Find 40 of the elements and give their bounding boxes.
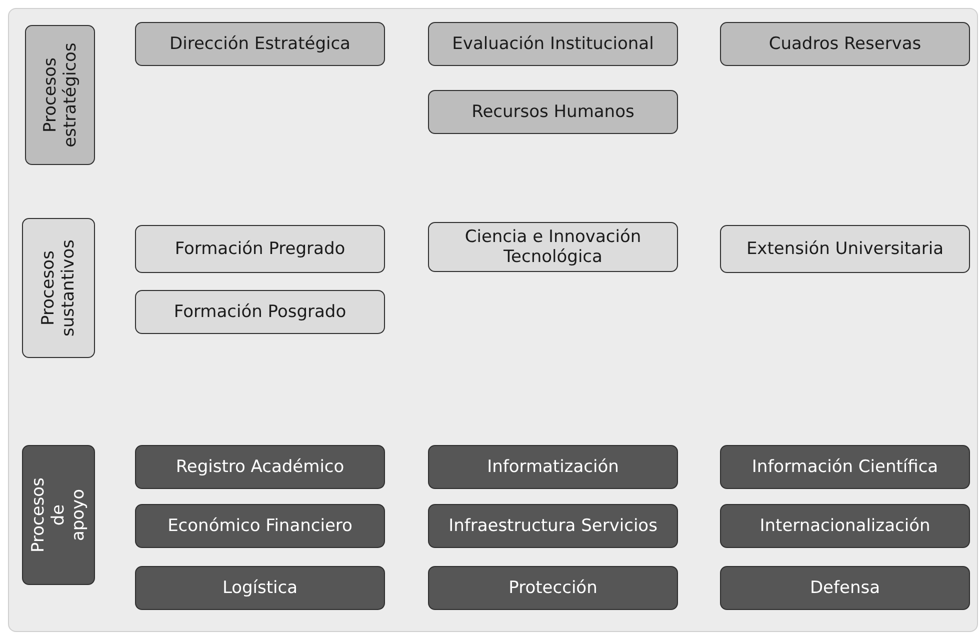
process-box: [720, 225, 970, 273]
process-label: Infraestructura Servicios: [448, 516, 658, 536]
process-box: [428, 445, 678, 489]
process-box: [135, 22, 385, 66]
process-box: [428, 90, 678, 134]
process-label: Defensa: [810, 578, 880, 598]
process-label: Recursos Humanos: [472, 102, 634, 122]
process-box: [428, 504, 678, 548]
category-label: Procesos sustantivos: [38, 239, 78, 337]
process-label: Dirección Estratégica: [170, 34, 350, 54]
process-label: Registro Académico: [176, 457, 344, 477]
process-box: [135, 504, 385, 548]
category-label: Procesos de apoyo: [28, 478, 88, 552]
process-label: Información Científica: [752, 457, 938, 477]
process-label: Internacionalización: [760, 516, 930, 536]
category-label: Procesos estratégicos: [40, 42, 80, 148]
process-label: Formación Posgrado: [174, 302, 346, 322]
process-box: [428, 22, 678, 66]
category-box: [22, 445, 95, 585]
process-box: [428, 222, 678, 272]
process-box: [135, 566, 385, 610]
category-box: [22, 218, 95, 358]
process-box: [135, 290, 385, 334]
category-box: [25, 25, 95, 165]
process-box: [135, 445, 385, 489]
process-label: Cuadros Reservas: [768, 34, 922, 54]
process-label: Evaluación Institucional: [452, 34, 654, 54]
process-box: [720, 504, 970, 548]
process-box: [135, 225, 385, 273]
process-label: Ciencia e Innovación Tecnológica: [464, 227, 642, 267]
process-box: [720, 566, 970, 610]
process-label: Protección: [508, 578, 598, 598]
process-box: [428, 566, 678, 610]
process-label: Extensión Universitaria: [746, 239, 944, 259]
process-box: [720, 445, 970, 489]
process-label: Informatización: [487, 457, 619, 477]
process-label: Económico Financiero: [168, 516, 352, 536]
process-box: [720, 22, 970, 66]
process-label: Logística: [222, 578, 298, 598]
process-label: Formación Pregrado: [174, 239, 346, 259]
